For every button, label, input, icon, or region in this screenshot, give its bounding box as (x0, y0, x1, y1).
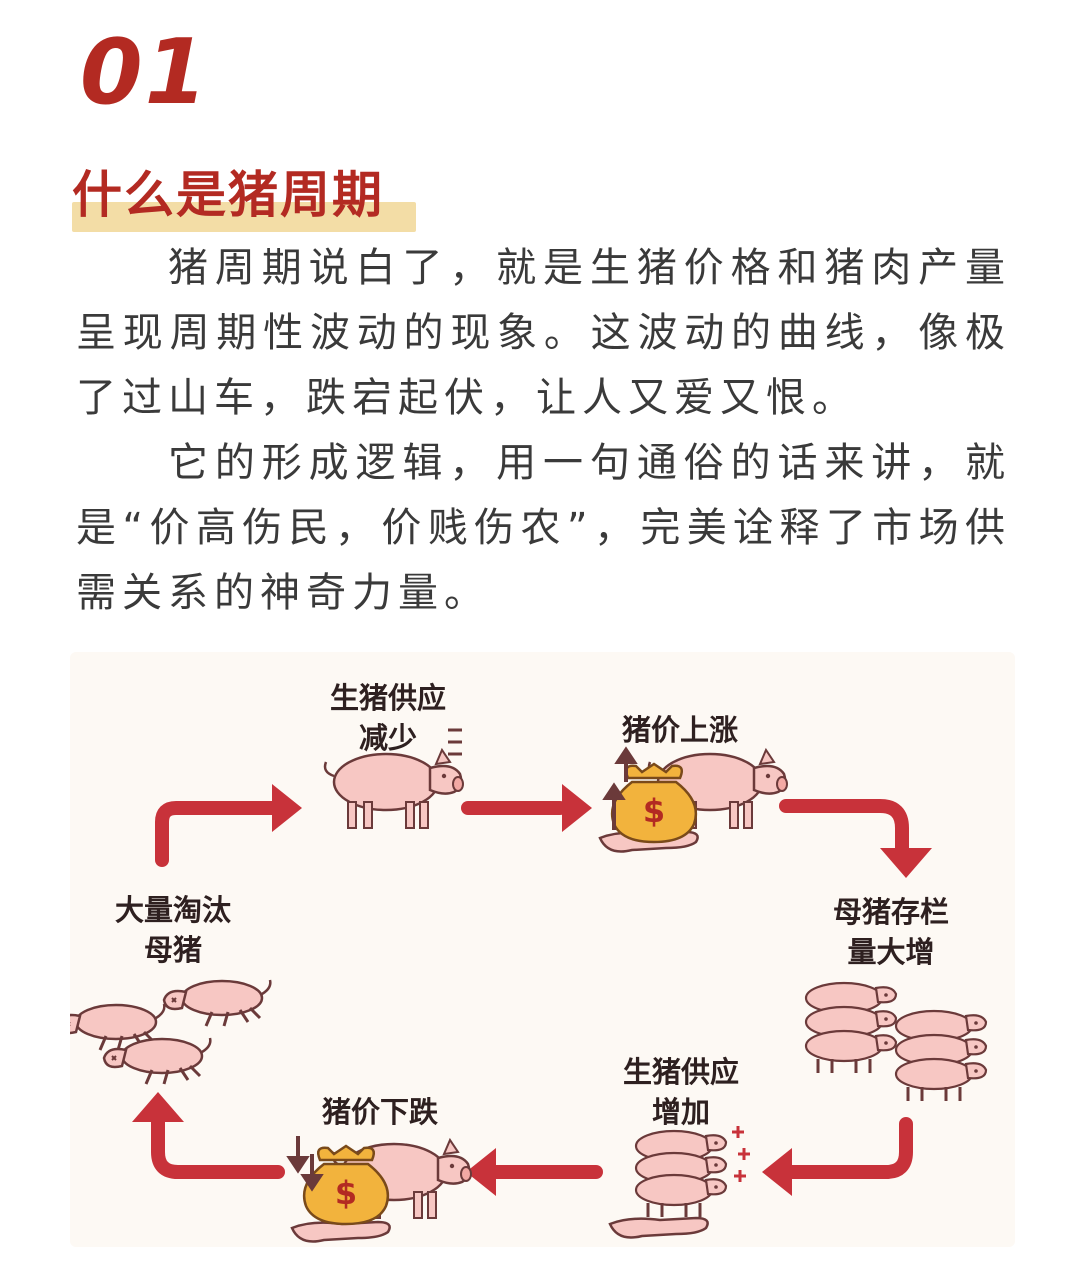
arrow-to-sow-culling (151, 1113, 285, 1179)
minus-lines-icon (448, 728, 462, 756)
label-price-fall: 猪价下跌 (321, 1095, 438, 1129)
paragraph-2: 它的形成逻辑，用一句通俗的话来讲，就是“价高伤民，价贱伤农”，完美诠释了市场供需… (76, 440, 1011, 616)
arrow-to-supply-increase (785, 1117, 913, 1179)
section-number: 01 (80, 20, 210, 125)
label-supply-decrease: 生猪供应 减少 (329, 681, 446, 755)
label-sow-culling: 大量淘汰 母猪 (114, 893, 231, 967)
up-arrows-icon (602, 746, 638, 830)
heading-highlight (72, 202, 416, 232)
culled-pigs-icon (70, 978, 272, 1086)
section-heading: 什么是猪周期 (72, 166, 384, 224)
label-supply-increase: 生猪供应 增加 (622, 1055, 739, 1129)
pig-icon (323, 748, 465, 830)
cycle-arrows (151, 799, 913, 1179)
label-sow-stock-up: 母猪存栏 量大增 (832, 895, 949, 969)
body-text: 猪周期说白了，就是生猪价格和猪肉产量呈现周期性波动的现象。这波动的曲线，像极了过… (76, 236, 1011, 626)
label-price-rise: 猪价上涨 (621, 713, 738, 747)
paragraph-1: 猪周期说白了，就是生猪价格和猪肉产量呈现周期性波动的现象。这波动的曲线，像极了过… (76, 245, 1011, 421)
diagram-artwork: $ (70, 728, 988, 1243)
pig-cycle-diagram: $ (70, 652, 1015, 1247)
arrow-to-sow-stock (779, 799, 909, 859)
pig-stack-hand-icon (608, 1126, 750, 1239)
arrow-to-supply-decrease (155, 801, 279, 867)
stacked-pigs-icon (804, 981, 988, 1103)
heading-block: 什么是猪周期 (72, 160, 416, 232)
arrow-heads (132, 784, 932, 1196)
down-arrows-icon (286, 1136, 324, 1192)
